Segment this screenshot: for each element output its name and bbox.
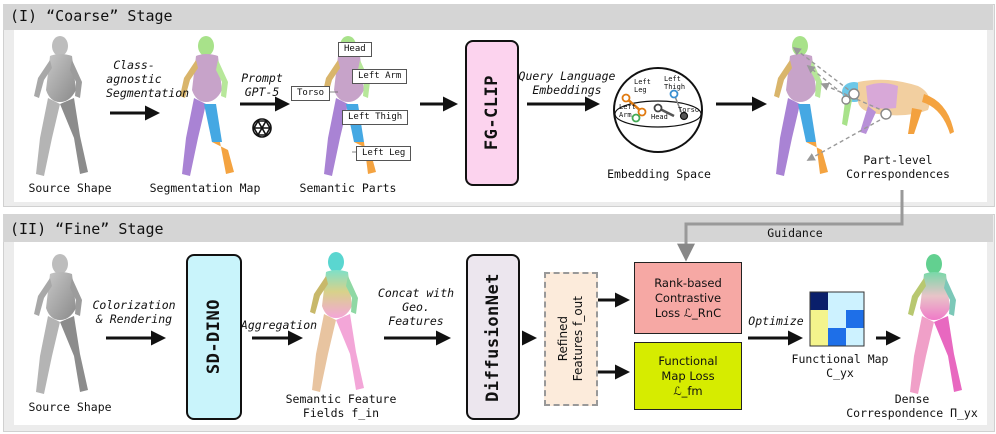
fmap-cell: [810, 292, 828, 310]
dense-correspondence-figure: [908, 254, 962, 394]
fmap-cell: [846, 292, 864, 310]
sphere-label-left-leg: Left Leg: [634, 78, 651, 94]
prompt-line2: GPT-5: [244, 85, 280, 99]
sphere-label-head: Head: [651, 113, 668, 121]
fmap-caption-line2: C_yx: [826, 366, 854, 380]
fmap-cell: [846, 310, 864, 328]
segmentation-map-caption: Segmentation Map: [149, 181, 261, 195]
concat-label: Concat with Geo. Features: [368, 286, 464, 328]
fgclip-label: FG-CLIP: [482, 75, 502, 151]
fmap-cell: [828, 292, 846, 310]
sphere-label-left-arm: Left Arm: [619, 103, 636, 119]
concat-line1: Concat with: [377, 286, 455, 300]
fgclip-box: FG-CLIP: [465, 40, 519, 186]
correspondence-human-figure: [774, 36, 828, 176]
diffusionnet-label: DiffusionNet: [483, 272, 503, 402]
functional-map-caption: Functional Map C_yx: [780, 352, 900, 380]
correspondence-cat-figure: [842, 79, 954, 134]
refined-features-box: Refined Features f_out: [544, 272, 598, 406]
dense-line1: Dense: [894, 392, 930, 406]
class-agnostic-line3: Segmentation: [106, 86, 190, 100]
optimize-label: Optimize: [748, 314, 804, 328]
rank-line2: Contrastive: [654, 290, 722, 305]
fmap-loss-line1: Functional: [658, 353, 718, 368]
class-agnostic-label: Class- agnostic Segmentation: [106, 58, 190, 100]
prompt-label: Prompt GPT-5: [232, 71, 292, 99]
correspondence-line2: Correspondences: [846, 167, 950, 181]
fine-stage-header: [3, 214, 993, 242]
fmap-border: [809, 291, 865, 347]
part-label-torso: Torso: [291, 86, 331, 101]
fine-stage-title: (II) “Fine” Stage: [10, 220, 164, 238]
class-agnostic-line2: agnostic: [106, 72, 162, 86]
rank-contrastive-loss-box: Rank-based Contrastive Loss ℒ_RnC: [634, 262, 742, 334]
semantic-parts-caption: Semantic Parts: [299, 181, 397, 195]
query-line1: Query Language: [518, 69, 616, 83]
functional-map-loss-box: Functional Map Loss ℒ_fm: [634, 342, 742, 410]
source-shape-figure: [34, 36, 88, 176]
prompt-line1: Prompt: [241, 71, 283, 85]
rank-line1: Rank-based: [654, 275, 722, 290]
embedding-space-caption: Embedding Space: [607, 167, 711, 181]
correspondence-line1: Part-level: [863, 153, 933, 167]
sphere-label-torso: Torso: [678, 106, 700, 114]
part-label-head: Head: [338, 42, 372, 57]
dense-correspondence-caption: Dense Correspondence Π_yx: [838, 392, 986, 420]
fmap-cell: [828, 310, 846, 328]
semantic-feature-field-figure: [310, 252, 364, 392]
part-level-correspondences-caption: Part-level Correspondences: [830, 153, 966, 181]
diffusionnet-box: DiffusionNet: [466, 254, 520, 420]
fmap-cell: [810, 310, 828, 328]
semantic-feature-fields-caption: Semantic Feature Fields f_in: [278, 392, 404, 420]
fmap-caption-line1: Functional Map: [791, 352, 889, 366]
refined-line2: Features f_out: [571, 296, 585, 382]
sd-dino-box: SD-DINO: [186, 254, 242, 420]
source-shape-caption: Source Shape: [28, 181, 112, 195]
guidance-arrow: [677, 190, 904, 262]
part-label-left-arm: Left Arm: [352, 69, 408, 84]
guidance-label: Guidance: [767, 226, 823, 240]
part-label-left-leg: Left Leg: [356, 146, 412, 161]
fine-source-shape-figure: [34, 254, 88, 394]
concat-line3: Features: [388, 314, 444, 328]
dense-line2: Correspondence Π_yx: [846, 406, 978, 420]
colorization-line1: Colorization: [92, 298, 176, 312]
fmap-cell: [828, 328, 846, 346]
fmap-loss-line3: ℒ_fm: [673, 383, 703, 398]
segmentation-map-figure: [180, 36, 234, 176]
sphere-label-left-thigh: Left Thigh: [664, 75, 686, 91]
fmap-cell: [846, 328, 864, 346]
coarse-stage-title: (I) “Coarse” Stage: [10, 7, 173, 25]
colorization-label: Colorization & Rendering: [82, 298, 186, 326]
fine-source-shape-caption: Source Shape: [28, 400, 112, 414]
feature-line2: Fields f_in: [302, 406, 380, 420]
class-agnostic-line1: Class-: [113, 58, 155, 72]
aggregation-label: Aggregation: [240, 318, 318, 332]
rank-line3: Loss ℒ_RnC: [654, 305, 722, 320]
fmap-loss-line2: Map Loss: [661, 368, 715, 383]
refined-line1: Refined: [556, 316, 570, 362]
fmap-cell: [810, 328, 828, 346]
embedding-sphere: [613, 67, 703, 153]
colorization-line2: & Rendering: [95, 312, 173, 326]
query-embeddings-label: Query Language Embeddings: [514, 69, 620, 97]
functional-map-matrix: [809, 291, 865, 347]
part-label-left-thigh: Left Thigh: [342, 110, 409, 125]
concat-line2: Geo.: [402, 300, 430, 314]
feature-line1: Semantic Feature: [285, 392, 397, 406]
openai-logo-icon: [252, 118, 272, 138]
sd-dino-label: SD-DINO: [204, 299, 224, 375]
query-line2: Embeddings: [532, 83, 602, 97]
coarse-stage-header: [3, 4, 993, 30]
